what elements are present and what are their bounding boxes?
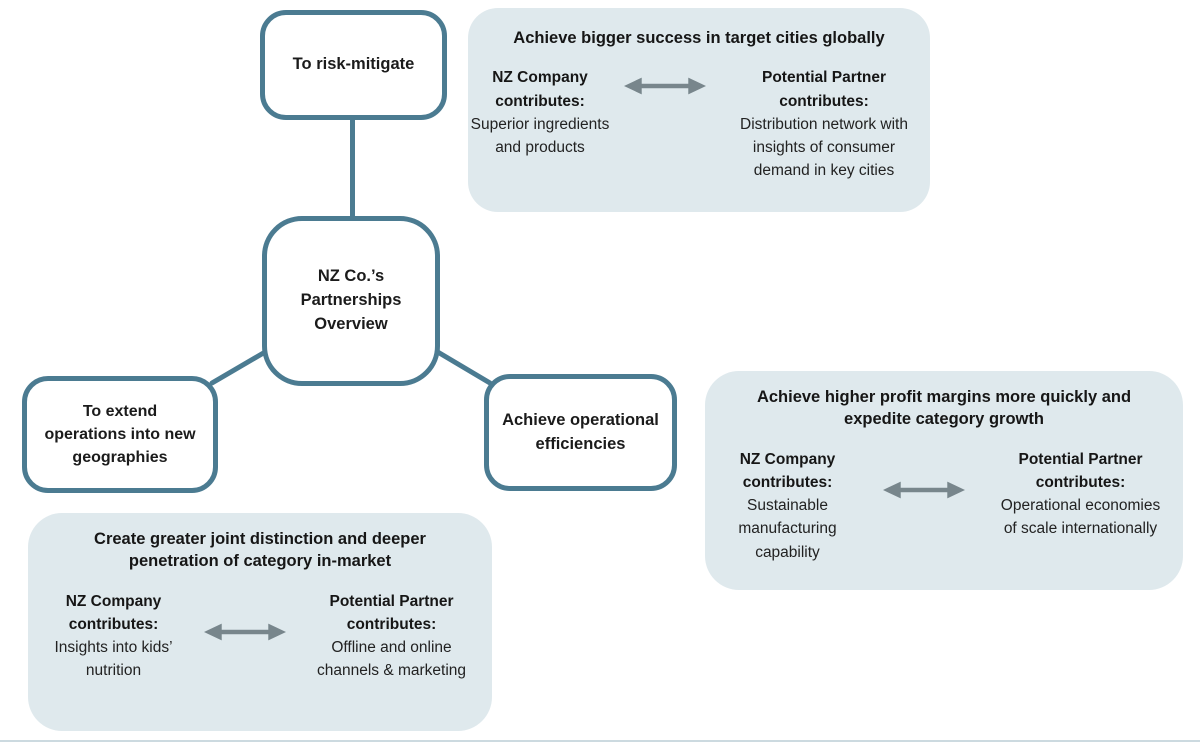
panel-global-success-title: Achieve bigger success in target cities … (513, 29, 885, 47)
panel-profit-margins-title: Achieve higher profit margins more quick… (756, 388, 1132, 429)
node-operational-efficiencies: Achieve operational efficiencies (484, 374, 677, 491)
potential-partner-column: Potential Partner contributes: Distribut… (709, 66, 939, 182)
nz-company-header: NZ Company contributes: (65, 592, 162, 633)
panel-global-success-row: NZ Company contributes: Superior ingredi… (471, 66, 912, 182)
nz-company-column: NZ Company contributes: Superior ingredi… (459, 66, 621, 159)
node-partnerships-overview-label: NZ Co.’s Partnerships Overview (300, 267, 402, 333)
double-arrow-icon (621, 75, 709, 97)
panel-global-success: Achieve bigger success in target cities … (468, 8, 930, 212)
potential-partner-header: Potential Partner contributes: (1018, 450, 1143, 491)
nz-company-body: Superior ingredients and products (470, 115, 610, 157)
potential-partner-header: Potential Partner contributes: (329, 592, 454, 633)
double-arrow-icon (880, 479, 968, 501)
potential-partner-column: Potential Partner contributes: Operation… (968, 448, 1193, 541)
potential-partner-column: Potential Partner contributes: Offline a… (289, 590, 494, 683)
nz-company-column: NZ Company contributes: Insights into ki… (26, 590, 201, 683)
nz-company-header: NZ Company contributes: (492, 69, 588, 110)
potential-partner-body: Offline and online channels & marketing (316, 639, 467, 680)
panel-joint-distinction-row: NZ Company contributes: Insights into ki… (46, 590, 474, 683)
nz-company-header: NZ Company contributes: (739, 450, 836, 491)
nz-company-body: Sustainable manufacturing capability (738, 497, 837, 561)
node-risk-mitigate: To risk-mitigate (260, 10, 447, 120)
panel-joint-distinction: Create greater joint distinction and dee… (28, 513, 492, 731)
node-risk-mitigate-label: To risk-mitigate (292, 55, 415, 74)
panel-joint-distinction-title: Create greater joint distinction and dee… (94, 530, 426, 571)
node-operational-efficiencies-label: Achieve operational efficiencies (502, 410, 659, 453)
potential-partner-body: Distribution network with insights of co… (740, 115, 908, 180)
node-extend-operations: To extend operations into new geographie… (22, 376, 218, 493)
nz-company-body: Insights into kids’ nutrition (54, 639, 173, 680)
bottom-divider (0, 740, 1200, 742)
double-arrow-icon (201, 621, 289, 643)
panel-profit-margins-row: NZ Company contributes: Sustainable manu… (723, 448, 1165, 564)
potential-partner-header: Potential Partner contributes: (761, 69, 887, 110)
node-extend-operations-label: To extend operations into new geographie… (44, 402, 196, 467)
nz-company-column: NZ Company contributes: Sustainable manu… (695, 448, 880, 564)
panel-profit-margins: Achieve higher profit margins more quick… (705, 371, 1183, 590)
potential-partner-body: Operational economies of scale internati… (1000, 497, 1161, 538)
node-partnerships-overview: NZ Co.’s Partnerships Overview (262, 216, 440, 386)
